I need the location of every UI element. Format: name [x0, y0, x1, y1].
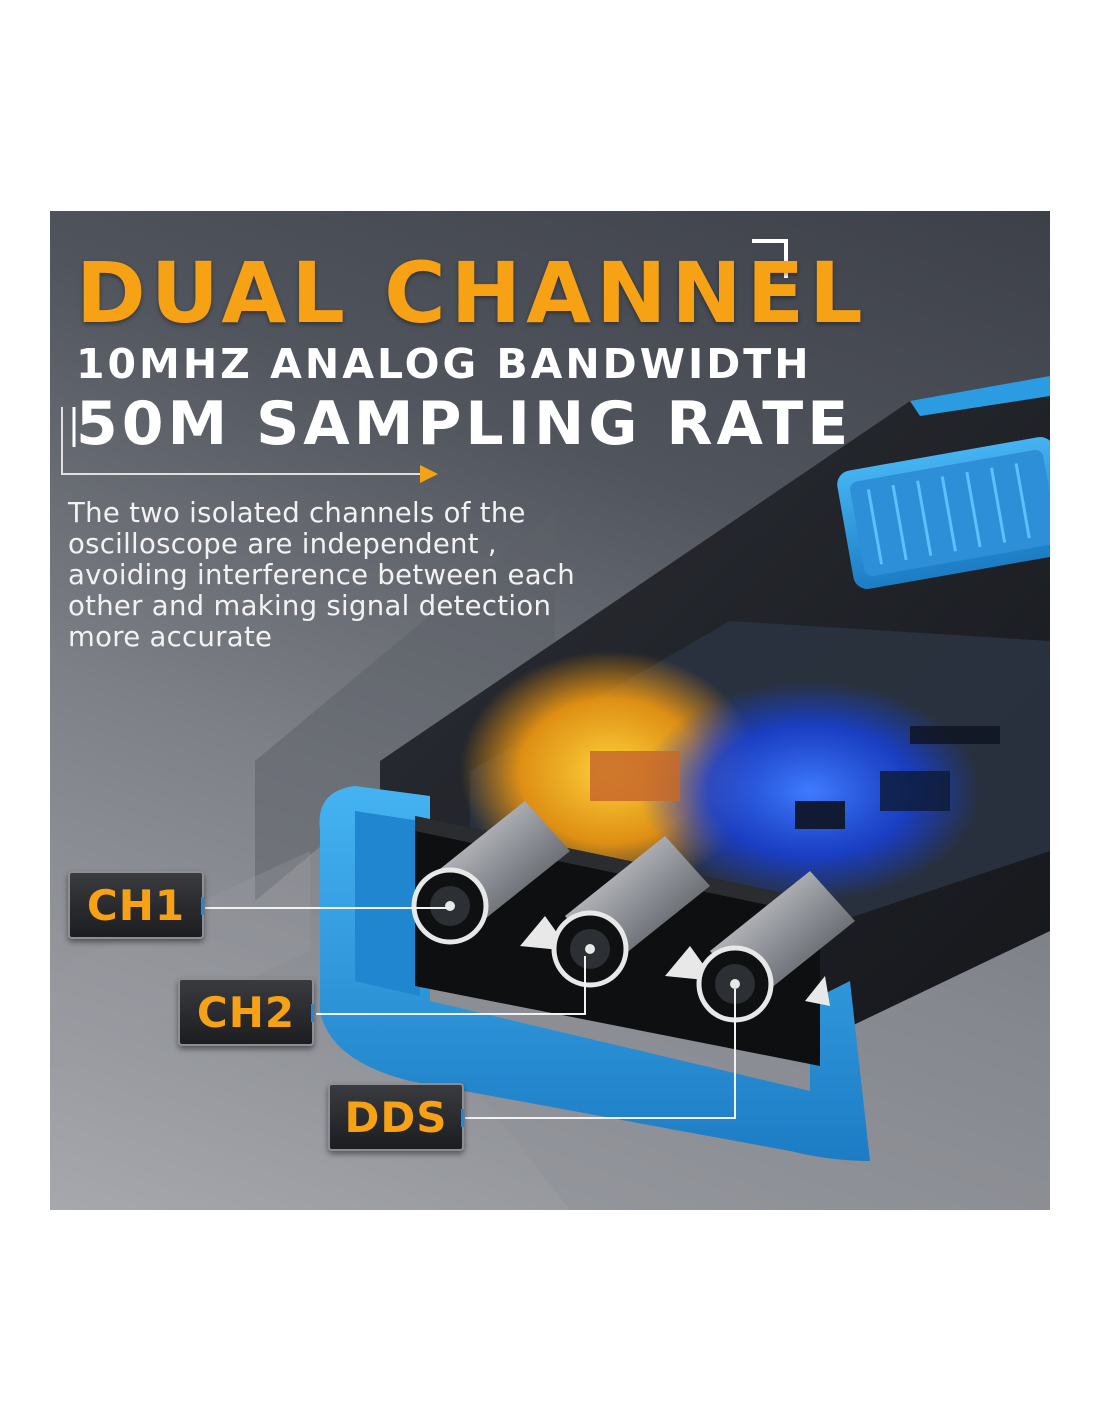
spec-bandwidth: 10MHZ ANALOG BANDWIDTH	[76, 340, 812, 388]
description-text: The two isolated channels of the oscillo…	[68, 497, 575, 653]
spec-sampling-rate: 50M SAMPLING RATE	[76, 389, 853, 459]
port-label-ch1: CH1	[68, 871, 204, 939]
port-label-ch2: CH2	[178, 978, 314, 1046]
port-label-dds: DDS	[328, 1083, 464, 1151]
port-label-text: CH1	[86, 880, 186, 930]
headline: DUAL CHANNEL	[76, 244, 868, 342]
port-label-text: CH2	[196, 987, 296, 1037]
oscilloscope-illustration	[50, 239, 1050, 1210]
product-image-panel: DUAL CHANNEL 10MHZ ANALOG BANDWIDTH 50M …	[50, 211, 1050, 1210]
label-marker	[201, 897, 204, 915]
label-marker	[461, 1109, 464, 1127]
label-marker	[311, 1004, 314, 1022]
port-label-text: DDS	[344, 1092, 448, 1142]
